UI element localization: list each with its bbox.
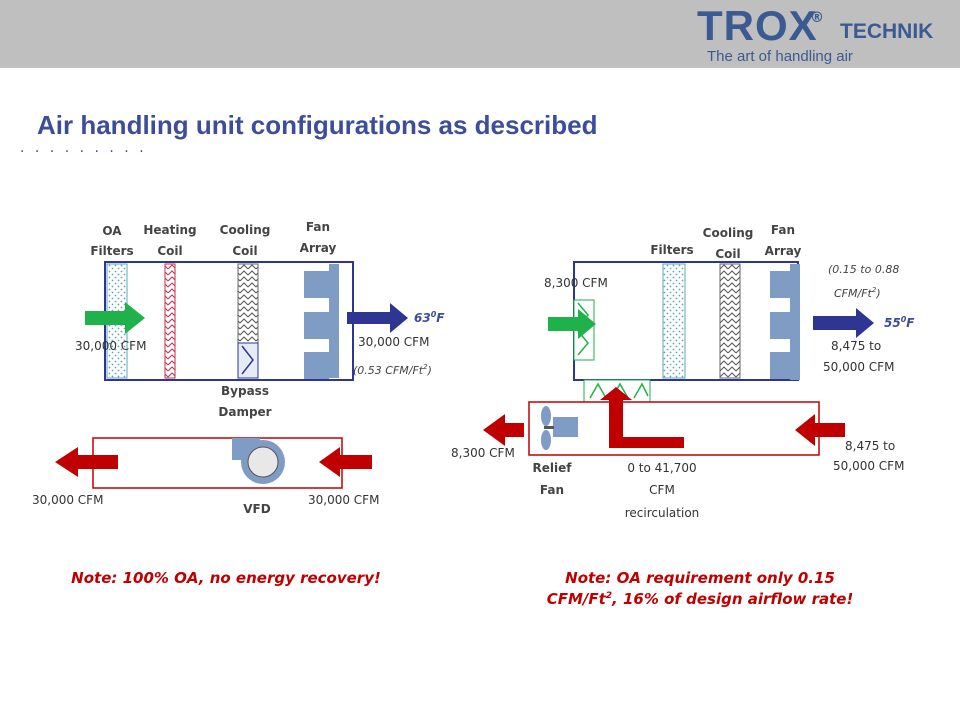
right-density-1: (0.15 to 0.88 [828, 263, 899, 276]
oa-filters-label-2: Filters [90, 244, 133, 258]
right-intake-arrow [548, 309, 596, 339]
left-supply-temp: 630F [414, 310, 445, 325]
right-ahu [548, 261, 874, 403]
bypass-damper-label-2: Damper [218, 405, 271, 419]
recirc-label-2: CFM [649, 483, 675, 497]
title-dots: . . . . . . . . . [20, 140, 147, 156]
heating-coil-label-1: Heating [143, 223, 196, 237]
cooling-coil-label-2: Coil [232, 244, 257, 258]
relief-fan-label-2: Fan [540, 483, 564, 497]
left-supply-density: (0.53 CFM/Ft2) [353, 363, 432, 377]
left-fan-array [304, 264, 339, 379]
right-supply-temp: 550F [884, 315, 915, 330]
left-note: Note: 100% OA, no energy recovery! [71, 569, 381, 587]
registered-mark: ® [810, 10, 824, 26]
right-fan-array-label-1: Fan [771, 223, 795, 237]
right-relief-arrow [483, 414, 524, 446]
vfd-label: VFD [243, 502, 270, 516]
right-filters-label: Filters [650, 243, 693, 257]
left-supply-arrow [347, 303, 408, 333]
right-return-flow-2: 50,000 CFM [833, 459, 904, 473]
relief-fan-icon [541, 406, 578, 450]
brand-tagline: The art of handling air [707, 48, 853, 65]
relief-fan-label-1: Relief [533, 461, 573, 475]
right-supply-arrow [813, 308, 874, 338]
right-cooling-coil [719, 263, 741, 379]
right-filter [662, 263, 686, 379]
brand-technik: TECHNIK [840, 20, 934, 43]
right-return-flow-1: 8,475 to [845, 439, 895, 453]
oa-filters-label-1: OA [102, 224, 122, 238]
right-fan-array [770, 264, 800, 380]
left-exhaust-out-arrow [55, 447, 118, 477]
left-exhaust-out-flow: 30,000 CFM [32, 493, 103, 507]
left-exhaust-in-flow: 30,000 CFM [308, 493, 379, 507]
fan-array-label-1: Fan [306, 220, 330, 234]
vfd-fan-icon [232, 438, 285, 484]
right-density-2: CFM/Ft2) [834, 286, 881, 300]
left-supply-flow: 30,000 CFM [358, 335, 429, 349]
recirc-arrow [600, 387, 684, 448]
right-supply-flow-1: 8,475 to [831, 339, 881, 353]
cooling-coil-label-1: Cooling [220, 223, 271, 237]
left-heating-coil [164, 263, 176, 379]
right-note-line-2: CFM/Ft2, 16% of design airflow rate! [547, 590, 854, 608]
right-supply-flow-2: 50,000 CFM [823, 360, 894, 374]
right-note-line-1: Note: OA requirement only 0.15 [565, 569, 835, 587]
right-fan-array-label-2: Array [765, 244, 802, 258]
bypass-damper-label-1: Bypass [221, 384, 269, 398]
left-bypass-damper [237, 342, 259, 379]
left-inlet-flow: 30,000 CFM [75, 339, 146, 353]
right-cooling-coil-label-1: Cooling [703, 226, 754, 240]
heating-coil-label-2: Coil [157, 244, 182, 258]
right-oa-flow: 8,300 CFM [544, 276, 608, 290]
right-relief-flow: 8,300 CFM [451, 446, 515, 460]
page-title: Air handling unit configurations as desc… [37, 110, 598, 140]
fan-array-label-2: Array [300, 241, 337, 255]
left-intake-arrow [85, 302, 145, 334]
left-ahu [85, 261, 408, 381]
left-exhaust-duct [55, 437, 372, 489]
damper-blade [241, 345, 254, 375]
left-exhaust-in-arrow [319, 447, 372, 477]
right-cooling-coil-label-2: Coil [715, 247, 740, 261]
header-band: TROX ® TECHNIK The art of handling air [0, 0, 960, 68]
right-return-in-arrow [795, 414, 845, 446]
brand-logo: TROX [697, 2, 818, 49]
recirc-label-1: 0 to 41,700 [627, 461, 696, 475]
recirc-label-3: recirculation [625, 506, 700, 520]
right-return-duct [483, 387, 845, 456]
